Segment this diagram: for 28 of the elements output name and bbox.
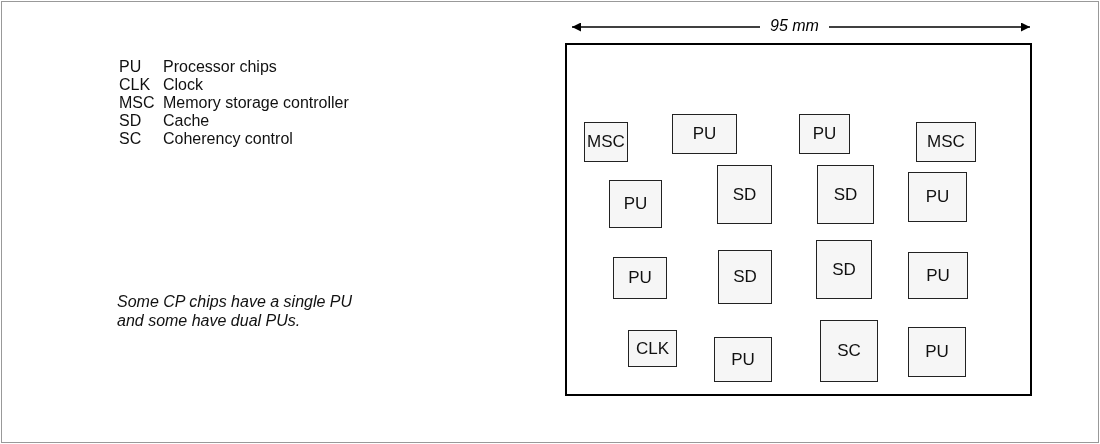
abbreviation: SD (119, 112, 143, 130)
chip: CLK (628, 330, 677, 367)
abbreviation: CLK (119, 76, 152, 94)
chip: PU (908, 327, 966, 377)
chip: PU (714, 337, 772, 382)
chip: MSC (584, 122, 628, 162)
chip: SC (820, 320, 878, 382)
chip: SD (718, 250, 772, 304)
module-board (565, 43, 1032, 396)
definition: Processor chips (163, 58, 277, 75)
chip: SD (817, 165, 874, 224)
abbreviation: SC (119, 130, 143, 148)
note-text: Some CP chips have a single PU and some have dual PUs. (117, 292, 354, 330)
definition: Cache (163, 112, 210, 129)
chip: PU (908, 252, 968, 299)
chip: MSC (916, 122, 976, 162)
definition: Coherency control (163, 130, 293, 147)
definition: Clock (163, 76, 203, 93)
abbreviation: PU (119, 58, 143, 76)
chip: PU (609, 180, 662, 228)
chip: PU (799, 114, 850, 154)
chip: PU (613, 257, 667, 299)
abbreviation: MSC (119, 94, 156, 112)
chip: PU (908, 172, 967, 222)
definition: Memory storage controller (163, 94, 349, 111)
chip: SD (816, 240, 872, 299)
chip: PU (672, 114, 737, 154)
chip: SD (717, 165, 772, 224)
